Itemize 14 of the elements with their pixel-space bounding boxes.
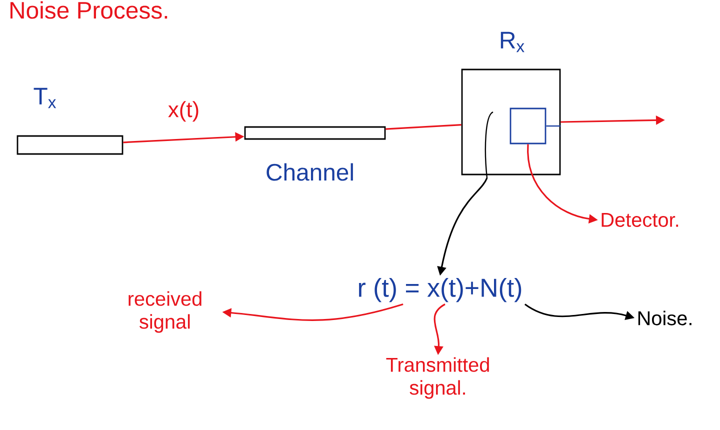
title: Noise Process. <box>10 1 168 19</box>
callout-label: received signal <box>128 291 202 333</box>
node-label: Channel <box>266 163 353 181</box>
detector-box <box>510 108 546 144</box>
transmitter-box: T$_{x}$ <box>16 88 124 155</box>
callout-label: Transmitted signal. <box>386 357 489 399</box>
edge-label: x(t) <box>168 101 198 122</box>
node-label: T$_{x}$ <box>34 88 56 108</box>
equation: r (t) = x(t)+N(t) <box>358 278 522 302</box>
receiver-box: R$_{x}$ <box>461 32 561 176</box>
channel-box: Channel <box>244 126 386 181</box>
callout-label: Detector. <box>602 213 678 227</box>
callout-label: Noise. <box>638 310 692 326</box>
node-label: R$_{x}$ <box>500 32 524 52</box>
